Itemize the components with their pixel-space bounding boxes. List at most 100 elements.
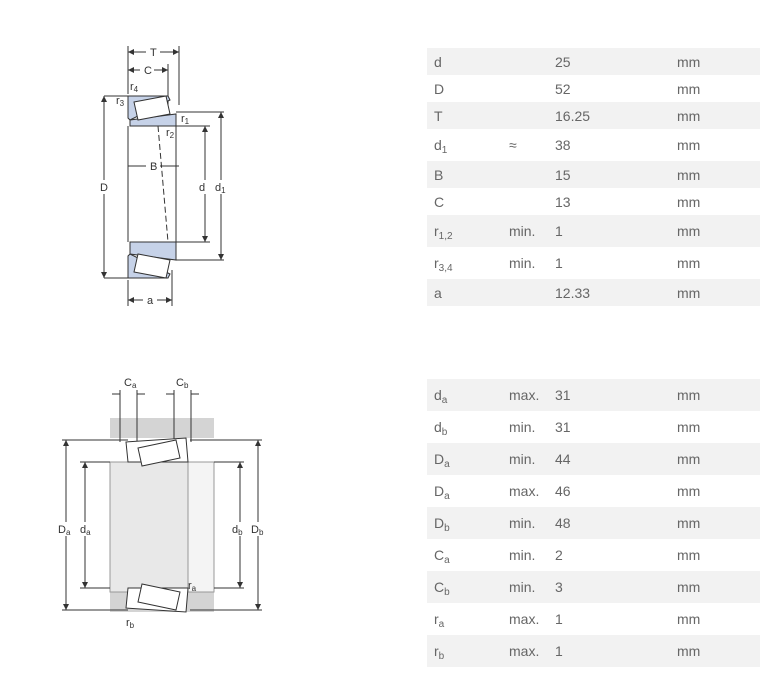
- label-da: da: [80, 524, 91, 537]
- symbol-cell: ra: [434, 611, 445, 630]
- qualifier-cell: [509, 279, 555, 306]
- symbol-cell: Cb: [427, 571, 509, 603]
- symbol-cell: rb: [427, 635, 509, 667]
- symbol-cell: T: [427, 102, 509, 129]
- unit-cell: mm: [677, 443, 760, 475]
- unit-cell: mm: [677, 611, 701, 627]
- unit-cell: mm: [677, 137, 701, 153]
- value-cell: 1: [555, 635, 677, 667]
- unit-cell: mm: [677, 255, 701, 271]
- unit-cell: mm: [677, 161, 760, 188]
- qualifier-cell: [509, 188, 555, 215]
- value-cell: 13: [555, 193, 571, 210]
- symbol-cell: B: [427, 161, 509, 188]
- table-row: D 52 mm: [427, 75, 760, 102]
- qualifier-cell: [509, 161, 555, 188]
- abutment-dimensions-drawing: Ca Cb Da da db Db ra rb: [56, 377, 269, 630]
- qualifier-cell: min.: [509, 255, 536, 271]
- label-rb: rb: [126, 617, 135, 630]
- symbol-cell: Da: [434, 483, 450, 502]
- value-cell: 38: [555, 137, 571, 153]
- unit-cell: mm: [677, 419, 701, 435]
- value-cell: 1: [555, 611, 563, 627]
- qualifier-cell: min.: [509, 215, 555, 247]
- unit-cell: mm: [677, 48, 760, 75]
- qualifier-cell: min.: [509, 547, 536, 563]
- value-cell: 1: [555, 255, 563, 271]
- value-cell: 1: [555, 215, 677, 247]
- unit-cell: mm: [677, 215, 760, 247]
- qualifier-cell: max.: [509, 635, 555, 667]
- symbol-cell: d1: [434, 137, 448, 156]
- value-cell: 31: [555, 419, 571, 435]
- label-d1: d1: [215, 182, 226, 195]
- label-Cb: Cb: [176, 377, 189, 390]
- bearing-cross-section-drawing: T C r4 r3 r1 r2 B D d d1 a: [96, 44, 232, 307]
- value-cell: 2: [555, 547, 563, 563]
- unit-cell: mm: [677, 507, 760, 539]
- label-Db: Db: [251, 524, 264, 537]
- value-cell: 16.25: [555, 102, 677, 129]
- qualifier-cell: ≈: [509, 137, 517, 153]
- value-cell: 12.33: [555, 279, 677, 306]
- symbol-cell: da: [427, 379, 509, 411]
- symbol-cell: db: [434, 419, 448, 438]
- qualifier-cell: max.: [509, 483, 540, 499]
- unit-cell: mm: [677, 279, 760, 306]
- value-cell: 52: [555, 80, 571, 97]
- qualifier-cell: [509, 48, 555, 75]
- symbol-cell: D: [434, 80, 445, 97]
- label-D: D: [100, 182, 108, 194]
- unit-cell: mm: [677, 193, 701, 210]
- value-cell: 48: [555, 507, 677, 539]
- qualifier-cell: max.: [509, 611, 540, 627]
- label-r2: r2: [166, 127, 175, 140]
- qualifier-cell: max.: [509, 379, 555, 411]
- label-T: T: [150, 47, 157, 59]
- symbol-cell: C: [434, 193, 445, 210]
- label-r4: r4: [130, 81, 139, 94]
- value-cell: 25: [555, 48, 677, 75]
- symbol-cell: r1,2: [427, 215, 509, 247]
- symbol-cell: Db: [427, 507, 509, 539]
- label-r1: r1: [181, 113, 190, 126]
- unit-cell: mm: [677, 635, 760, 667]
- unit-cell: mm: [677, 547, 701, 563]
- table-row: d1 ≈38 mm: [427, 129, 760, 161]
- unit-cell: mm: [677, 483, 701, 499]
- unit-cell: mm: [677, 571, 760, 603]
- unit-cell: mm: [677, 379, 760, 411]
- table-row: C 13 mm: [427, 188, 760, 215]
- label-ra: ra: [188, 580, 197, 593]
- symbol-cell: d: [427, 48, 509, 75]
- label-Da: Da: [58, 524, 71, 537]
- qualifier-cell: [509, 75, 555, 102]
- unit-cell: mm: [677, 80, 701, 97]
- qualifier-cell: min.: [509, 507, 555, 539]
- table-row: ra max. 1 mm: [427, 603, 760, 635]
- label-Ca: Ca: [124, 377, 137, 390]
- label-d: d: [199, 182, 205, 194]
- qualifier-cell: min.: [509, 443, 555, 475]
- qualifier-cell: min.: [509, 571, 555, 603]
- label-C: C: [144, 65, 152, 77]
- qualifier-cell: [509, 102, 555, 129]
- unit-cell: mm: [677, 102, 760, 129]
- symbol-cell: a: [427, 279, 509, 306]
- value-cell: 44: [555, 443, 677, 475]
- label-a: a: [147, 295, 154, 307]
